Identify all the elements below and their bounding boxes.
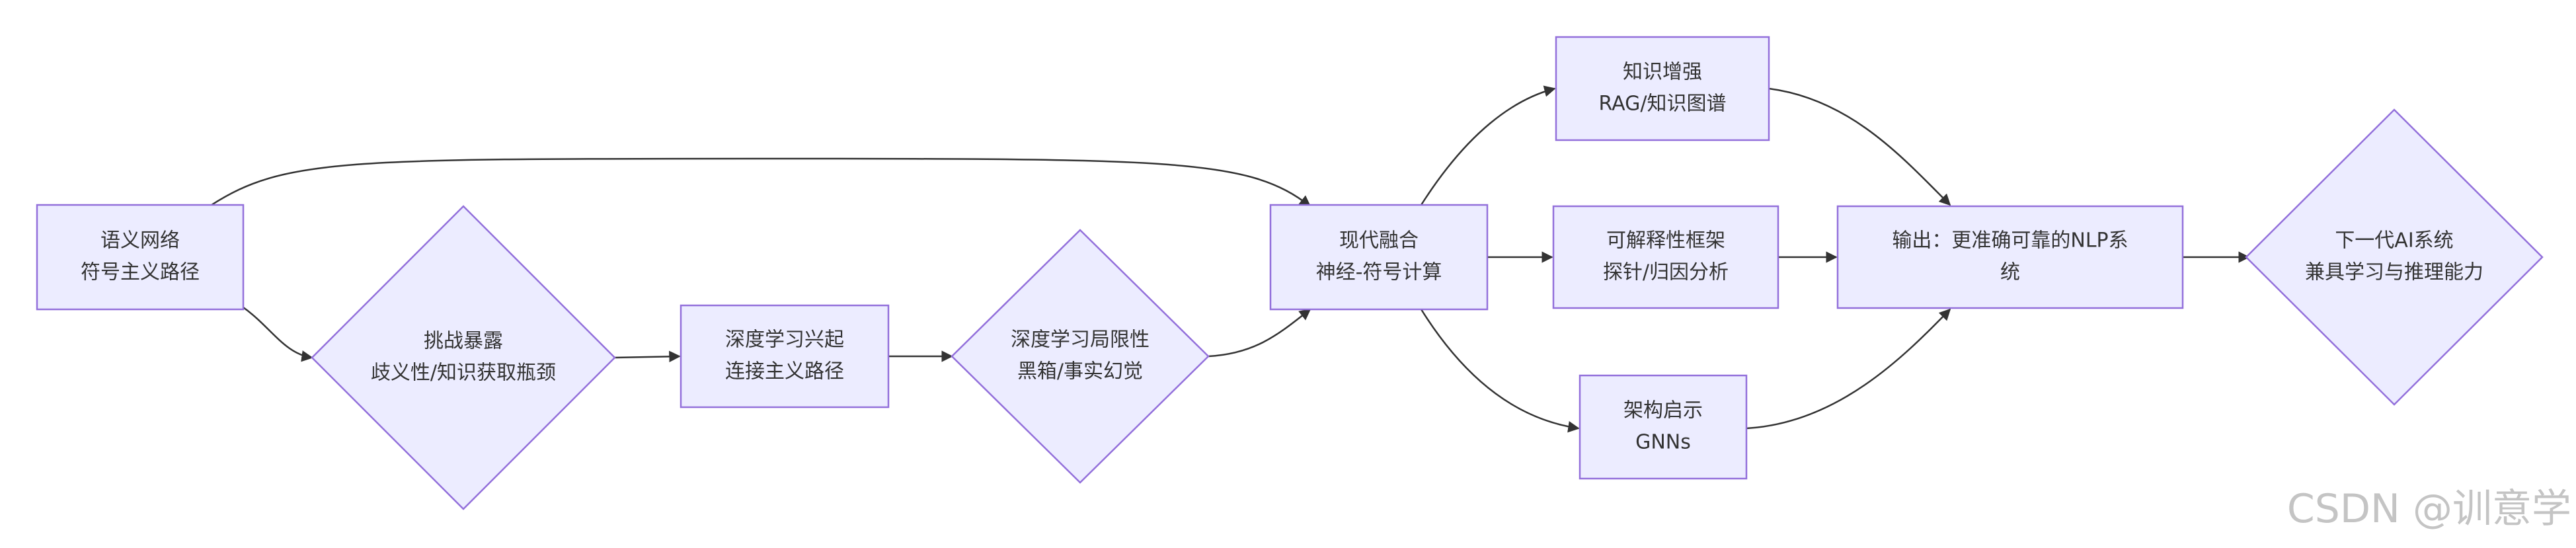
- node-knowledge-enhancement-line1: 知识增强: [1623, 61, 1702, 84]
- node-deep-learning-limitations-line1: 深度学习局限性: [1011, 329, 1150, 352]
- node-challenges-exposed: 挑战暴露 歧义性/知识获取瓶颈: [311, 205, 616, 510]
- node-architecture-inspiration: 架构启示 GNNs: [1579, 374, 1748, 480]
- node-next-gen-ai-line2: 兼具学习与推理能力: [2305, 261, 2483, 284]
- node-knowledge-enhancement-box: [1555, 36, 1770, 141]
- node-deep-learning-rise: 深度学习兴起 连接主义路径: [680, 304, 890, 409]
- node-output-nlp-system-box: [1836, 205, 2184, 309]
- node-output-nlp-system-line2: 统: [2000, 261, 2020, 284]
- node-output-nlp-system: 输出：更准确可靠的NLP系 统: [1836, 205, 2184, 309]
- node-deep-learning-limitations-line2: 黑箱/事实幻觉: [1017, 360, 1143, 383]
- node-semantic-network-line1: 语义网络: [100, 229, 180, 253]
- watermark-text: CSDN @训意学: [2287, 486, 2571, 532]
- edge-semantic-network-to-challenges: [243, 306, 313, 362]
- node-challenges-exposed-line2: 歧义性/知识获取瓶颈: [371, 362, 556, 385]
- node-deep-learning-rise-box: [680, 304, 890, 409]
- edge-architecture-to-output: [1746, 308, 1951, 430]
- edges: [211, 85, 2250, 433]
- node-architecture-inspiration-line2: GNNs: [1635, 431, 1691, 454]
- edge-challenges-to-deep-learning-rise: [614, 350, 681, 363]
- node-semantic-network: 语义网络 符号主义路径: [36, 204, 245, 311]
- edge-knowledge-enhancement-to-output: [1768, 87, 1951, 206]
- node-deep-learning-rise-line2: 连接主义路径: [725, 360, 844, 383]
- node-knowledge-enhancement-line2: RAG/知识图谱: [1599, 93, 1727, 116]
- node-modern-fusion: 现代融合 神经-符号计算: [1269, 204, 1489, 311]
- edge-limitations-to-modern-fusion: [1208, 308, 1311, 358]
- node-next-gen-ai: 下一代AI系统 兼具学习与推理能力: [2245, 108, 2544, 406]
- node-deep-learning-limitations-diamond: [951, 229, 1210, 484]
- node-challenges-exposed-line1: 挑战暴露: [424, 330, 503, 353]
- edge-modern-fusion-to-knowledge-enhancement: [1420, 85, 1556, 206]
- node-modern-fusion-line2: 神经-符号计算: [1316, 261, 1442, 284]
- node-interpretability-framework-line2: 探针/归因分析: [1603, 261, 1729, 284]
- node-knowledge-enhancement: 知识增强 RAG/知识图谱: [1555, 36, 1770, 141]
- node-output-nlp-system-line1: 输出：更准确可靠的NLP系: [1892, 229, 2128, 253]
- node-next-gen-ai-diamond: [2245, 108, 2544, 406]
- node-semantic-network-line2: 符号主义路径: [81, 261, 200, 284]
- node-semantic-network-box: [36, 204, 245, 311]
- edge-modern-fusion-to-architecture: [1420, 309, 1580, 433]
- node-modern-fusion-box: [1269, 204, 1489, 311]
- node-interpretability-framework-line1: 可解释性框架: [1606, 229, 1725, 253]
- node-deep-learning-limitations: 深度学习局限性 黑箱/事实幻觉: [951, 229, 1210, 484]
- node-interpretability-framework-box: [1552, 205, 1779, 309]
- node-architecture-inspiration-line1: 架构启示: [1623, 399, 1703, 422]
- node-deep-learning-rise-line1: 深度学习兴起: [725, 329, 844, 352]
- node-challenges-exposed-diamond: [311, 205, 616, 510]
- node-modern-fusion-line1: 现代融合: [1339, 229, 1419, 253]
- node-architecture-inspiration-box: [1579, 374, 1748, 480]
- node-next-gen-ai-line1: 下一代AI系统: [2335, 229, 2453, 253]
- node-interpretability-framework: 可解释性框架 探针/归因分析: [1552, 205, 1779, 309]
- edge-semantic-network-to-modern-fusion: [211, 157, 1311, 208]
